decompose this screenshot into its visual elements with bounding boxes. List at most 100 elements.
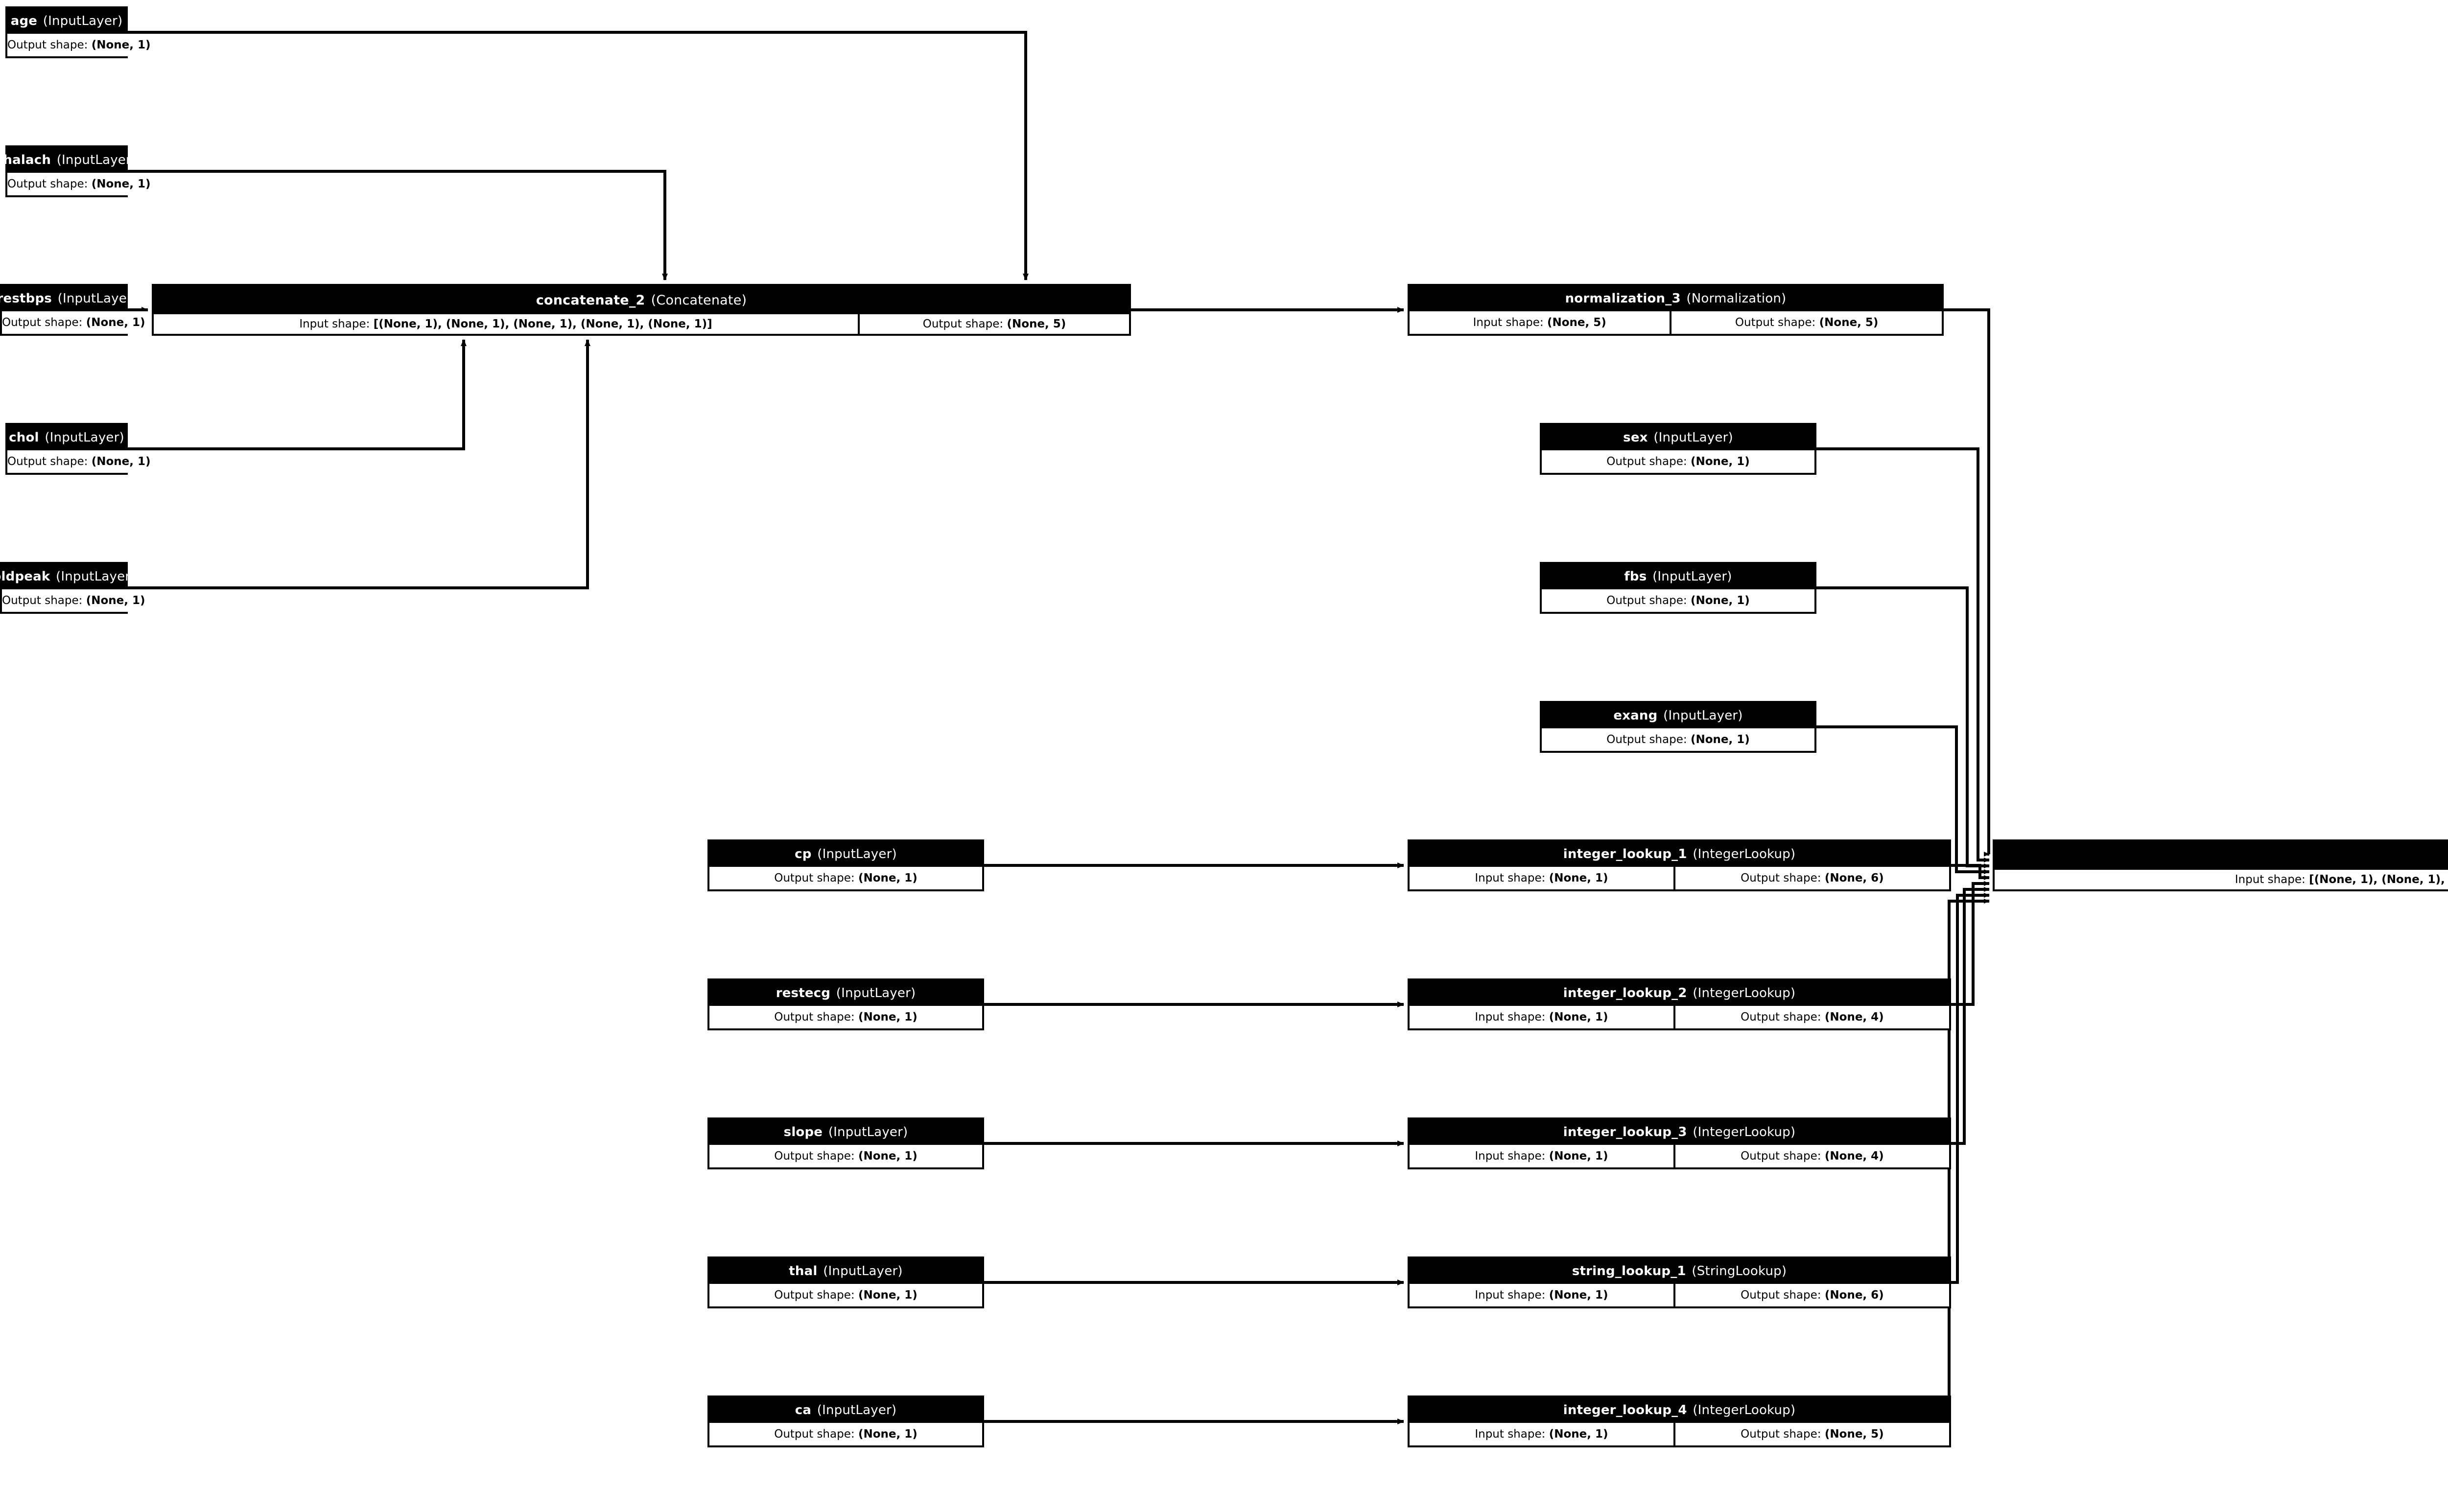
node-sex-type: (InputLayer)	[1653, 430, 1733, 445]
node-chol-output-shape: Output shape:(None, 1)	[7, 450, 151, 473]
node-concatenate-2-body: Input shape:[(None, 1), (None, 1), (None…	[154, 314, 1129, 334]
node-thal-title: thal(InputLayer)	[709, 1258, 982, 1284]
node-string-lookup-1-title: string_lookup_1 (StringLookup)	[1410, 1258, 1949, 1284]
node-integer-lookup-2-body: Input shape:(None, 1) Output shape:(None…	[1410, 1006, 1950, 1028]
edge-fbs-to-concatenate-3	[1816, 586, 1990, 868]
node-integer-lookup-4-input-shape: Input shape:(None, 1)	[1410, 1423, 1673, 1445]
node-integer-lookup-3-type: (IntegerLookup)	[1693, 1125, 1796, 1140]
node-thalach-title: thalach (InputLayer)	[0, 147, 136, 173]
node-thalach-output-shape: Output shape:(None, 1)	[7, 173, 151, 195]
edge-integer-lookup-2-to-concatenate-3	[1951, 881, 1990, 1006]
node-concatenate-2-type: (Concatenate)	[651, 292, 747, 308]
node-age[interactable]: age(InputLayer) Output shape:(None, 1)	[5, 6, 151, 58]
node-integer-lookup-2-type: (IntegerLookup)	[1693, 986, 1796, 1000]
edge-string-lookup-1-to-concatenate-3	[1951, 893, 1990, 1284]
node-chol-body: Output shape:(None, 1)	[7, 450, 151, 473]
node-slope[interactable]: slope(InputLayer) Output shape:(None, 1)	[707, 1117, 984, 1169]
edge-normalization-3-to-concatenate-3	[1944, 308, 1990, 857]
node-integer-lookup-4-body: Input shape:(None, 1) Output shape:(None…	[1410, 1423, 1950, 1445]
node-integer-lookup-1[interactable]: integer_lookup_1(IntegerLookup) Input sh…	[1408, 839, 1951, 891]
node-concatenate-3-input-shape: Input shape:[(None, 1), (None, 1), (None…	[1995, 870, 2448, 889]
node-oldpeak-name: oldpeak	[0, 569, 50, 584]
node-thalach[interactable]: thalach (InputLayer) Output shape:(None, …	[0, 145, 151, 197]
node-restecg[interactable]: restecg(InputLayer) Output shape:(None, …	[707, 978, 984, 1030]
node-cp[interactable]: cp(InputLayer) Output shape:(None, 1)	[707, 839, 984, 891]
node-trestbps[interactable]: trestbps(InputLayer) Output shape:(None,…	[0, 284, 145, 336]
node-oldpeak-type: (InputLayer)	[56, 569, 136, 584]
node-fbs[interactable]: fbs(InputLayer) Output shape:(None, 1)	[1540, 562, 1816, 614]
edge-age-to-concatenate-2	[128, 31, 1029, 280]
node-normalization-3-body: Input shape:(None, 5) Output shape:(None…	[1410, 311, 1942, 334]
node-integer-lookup-3-title: integer_lookup_3(IntegerLookup)	[1410, 1119, 1949, 1145]
node-thal-name: thal	[789, 1264, 818, 1279]
node-restecg-body: Output shape:(None, 1)	[709, 1006, 982, 1028]
node-fbs-output-shape: Output shape:(None, 1)	[1542, 589, 1814, 612]
node-integer-lookup-2-name: integer_lookup_2	[1563, 986, 1687, 1000]
edge-integer-lookup-1-to-concatenate-3	[1951, 864, 1990, 880]
node-concatenate-2-input-shape: Input shape:[(None, 1), (None, 1), (None…	[154, 314, 858, 334]
node-oldpeak[interactable]: oldpeak (InputLayer) Output shape:(None, …	[0, 562, 145, 614]
node-ca-type: (InputLayer)	[817, 1403, 897, 1418]
node-normalization-3-output-shape: Output shape:(None, 5)	[1671, 311, 1942, 334]
edge-sex-to-concatenate-3	[1816, 447, 1990, 862]
node-thalach-body: Output shape:(None, 1)	[7, 173, 151, 195]
node-chol-type: (InputLayer)	[45, 430, 124, 445]
node-normalization-3[interactable]: normalization_3(Normalization) Input sha…	[1408, 284, 1944, 336]
node-slope-output-shape: Output shape:(None, 1)	[709, 1145, 982, 1167]
node-thalach-type: (InputLayer)	[56, 153, 137, 167]
node-integer-lookup-2-input-shape: Input shape:(None, 1)	[1410, 1006, 1673, 1028]
node-normalization-3-title: normalization_3(Normalization)	[1410, 286, 1942, 311]
node-normalization-3-name: normalization_3	[1565, 291, 1681, 306]
node-integer-lookup-4-title: integer_lookup_4 (IntegerLookup)	[1410, 1397, 1949, 1423]
node-trestbps-body: Output shape:(None, 1)	[2, 311, 145, 334]
node-thalach-name: thalach	[0, 153, 51, 167]
node-thal-body: Output shape:(None, 1)	[709, 1284, 982, 1306]
node-string-lookup-1[interactable]: string_lookup_1 (StringLookup) Input shap…	[1408, 1256, 1951, 1308]
node-integer-lookup-4[interactable]: integer_lookup_4 (IntegerLookup) Input sh…	[1408, 1396, 1951, 1447]
node-string-lookup-1-output-shape: Output shape:(None, 6)	[1675, 1284, 1950, 1306]
node-slope-name: slope	[783, 1125, 823, 1140]
node-string-lookup-1-type: (StringLookup)	[1692, 1264, 1787, 1279]
node-integer-lookup-3-input-shape: Input shape:(None, 1)	[1410, 1145, 1673, 1167]
node-concatenate-2-name: concatenate_2	[536, 292, 645, 308]
node-string-lookup-1-name: string_lookup_1	[1572, 1264, 1686, 1279]
node-concatenate-3-body: Input shape:[(None, 1), (None, 1), (None…	[1995, 870, 2448, 889]
node-thal[interactable]: thal(InputLayer) Output shape:(None, 1)	[707, 1256, 984, 1308]
node-integer-lookup-2-output-shape: Output shape:(None, 4)	[1675, 1006, 1950, 1028]
node-exang[interactable]: exang(InputLayer) Output shape:(None, 1)	[1540, 701, 1816, 753]
node-concatenate-3-title: concatenate_3(Concatenate)	[1995, 841, 2448, 870]
node-concatenate-2[interactable]: concatenate_2 (Concatenate) Input shape:[…	[152, 284, 1131, 336]
node-thal-output-shape: Output shape:(None, 1)	[709, 1284, 982, 1306]
node-sex-name: sex	[1623, 430, 1648, 445]
node-ca[interactable]: ca (InputLayer) Output shape:(None, 1)	[707, 1396, 984, 1447]
node-string-lookup-1-input-shape: Input shape:(None, 1)	[1410, 1284, 1673, 1306]
node-integer-lookup-1-input-shape: Input shape:(None, 1)	[1410, 867, 1673, 889]
node-restecg-name: restecg	[776, 986, 831, 1000]
node-concatenate-3[interactable]: concatenate_3(Concatenate) Input shape:[…	[1993, 839, 2448, 891]
edge-oldpeak-to-concatenate-2	[128, 339, 590, 589]
node-slope-title: slope(InputLayer)	[709, 1119, 982, 1145]
node-string-lookup-1-body: Input shape:(None, 1) Output shape:(None…	[1410, 1284, 1950, 1306]
node-sex-body: Output shape:(None, 1)	[1542, 450, 1814, 473]
node-chol[interactable]: chol (InputLayer) Output shape:(None, 1)	[5, 423, 151, 475]
node-ca-output-shape: Output shape:(None, 1)	[709, 1423, 982, 1445]
node-integer-lookup-4-output-shape: Output shape:(None, 5)	[1675, 1423, 1950, 1445]
node-integer-lookup-3[interactable]: integer_lookup_3(IntegerLookup) Input sh…	[1408, 1117, 1951, 1169]
node-ca-name: ca	[795, 1403, 812, 1418]
node-integer-lookup-4-type: (IntegerLookup)	[1693, 1403, 1796, 1418]
node-sex[interactable]: sex (InputLayer) Output shape:(None, 1)	[1540, 423, 1816, 475]
node-concatenate-2-title: concatenate_2 (Concatenate)	[154, 286, 1129, 314]
node-sex-output-shape: Output shape:(None, 1)	[1542, 450, 1814, 473]
edge-integer-lookup-4-to-concatenate-3	[1948, 899, 1990, 1423]
node-integer-lookup-4-name: integer_lookup_4	[1563, 1403, 1687, 1418]
node-integer-lookup-2[interactable]: integer_lookup_2 (IntegerLookup) Input sh…	[1408, 978, 1951, 1030]
node-chol-name: chol	[9, 430, 39, 445]
edge-chol-to-concatenate-2	[128, 339, 467, 450]
node-fbs-body: Output shape:(None, 1)	[1542, 589, 1814, 612]
node-slope-body: Output shape:(None, 1)	[709, 1145, 982, 1167]
node-oldpeak-output-shape: Output shape:(None, 1)	[2, 589, 145, 612]
node-restecg-output-shape: Output shape:(None, 1)	[709, 1006, 982, 1028]
node-integer-lookup-3-body: Input shape:(None, 1) Output shape:(None…	[1410, 1145, 1950, 1167]
node-cp-output-shape: Output shape:(None, 1)	[709, 867, 982, 889]
